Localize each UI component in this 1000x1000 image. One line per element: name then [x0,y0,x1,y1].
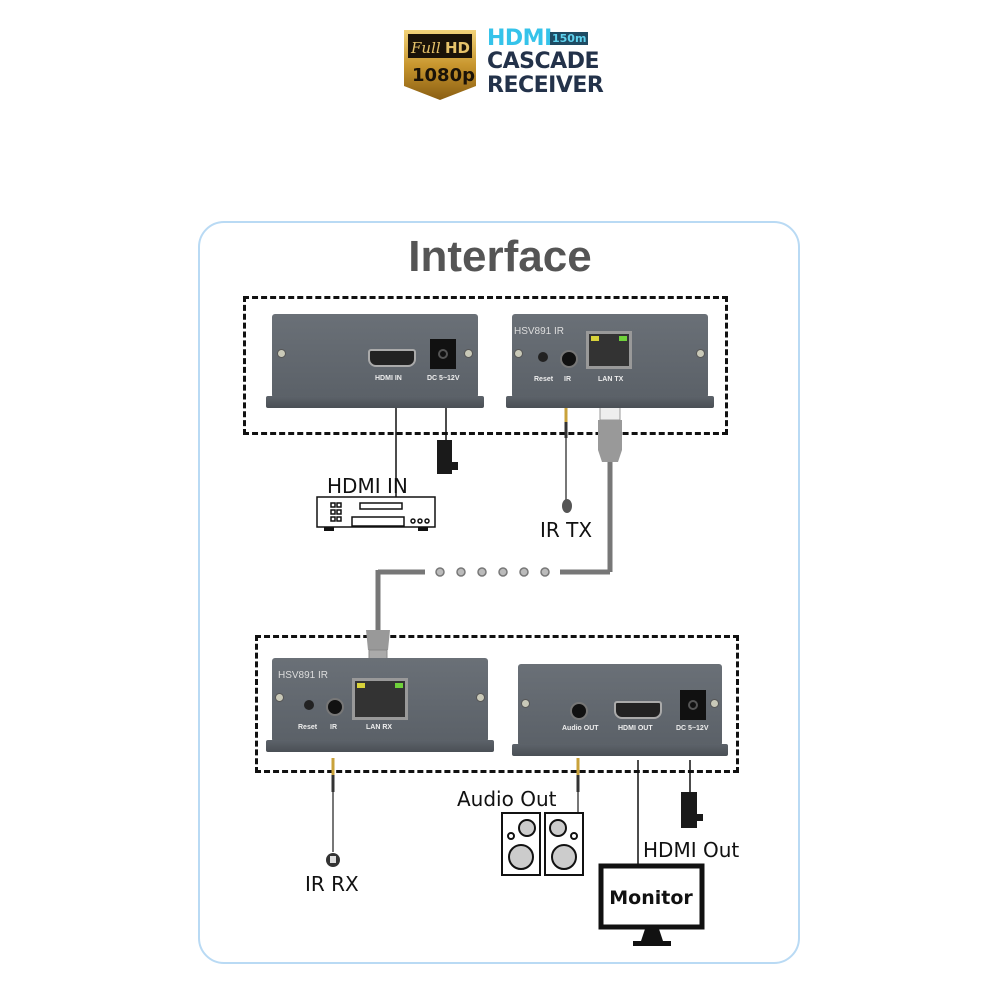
port-label: Reset [534,376,554,383]
transmitter-hdmi-unit: HDMI IN DC 5~12V [266,314,484,408]
label-audio-out: Audio Out [457,787,557,811]
dc-in-port [680,690,706,720]
brand-cascade: CASCADE [487,49,599,74]
cascade-dot [519,567,529,577]
label-ir-tx: IR TX [540,518,593,542]
receiver-group [255,635,739,773]
reset-button [538,352,548,362]
cascade-dot [435,567,445,577]
model-label: HSV891 IR [514,326,565,337]
port-label: LAN RX [366,724,393,731]
dvd-player-icon [316,496,436,528]
receiver-lan-unit: HSV891 IR Reset IR LAN RX [266,658,494,752]
receiver-hdmi-unit: Audio OUT HDMI OUT DC 5~12V [512,664,728,756]
rj45-boot-top [598,420,622,462]
port-label: LAN TX [598,376,624,383]
audio-out-jack [570,702,588,720]
monitor-label: Monitor [609,887,693,909]
screw-icon [696,349,705,358]
brand-hdmi: HDMI [487,26,552,51]
port-label: HDMI OUT [618,725,653,732]
label-ir-rx: IR RX [305,872,359,896]
screw-icon [277,349,286,358]
brand-distance: 150m [550,32,589,45]
lan-rx-port [352,678,408,720]
screw-icon [514,349,523,358]
badge-1080p-text: 1080p [412,65,475,86]
ir-jack [326,698,344,716]
interface-frame [198,221,800,964]
transmitter-group [243,296,728,435]
cascade-dot [540,567,550,577]
screw-icon [476,693,485,702]
port-label: IR [330,724,337,731]
port-label: DC 5~12V [427,375,460,382]
hdmi-in-port [368,349,416,367]
power-adapter-bottom-icon [681,792,703,828]
cascade-dot [456,567,466,577]
hdmi-out-port [614,701,662,719]
port-label: Reset [298,724,318,731]
model-label: HSV891 IR [278,670,329,681]
cascade-dot [477,567,487,577]
reset-button [304,700,314,710]
screw-icon [710,699,719,708]
label-hdmi-in: HDMI IN [327,474,408,498]
port-label: IR [564,376,571,383]
rj45-boot-bottom [366,630,390,650]
ir-jack [560,350,578,368]
cascade-dot [498,567,508,577]
screw-icon [464,349,473,358]
dc-in-port [430,339,456,369]
screw-icon [275,693,284,702]
speakers-icon [501,812,584,876]
badge-hd-text: HD [445,39,470,57]
port-label: Audio OUT [562,725,599,732]
lan-tx-port [586,331,632,369]
brand-receiver: RECEIVER [487,73,604,98]
transmitter-lan-unit: HSV891 IR Reset IR LAN TX [506,314,714,408]
full-hd-badge: Full HD 1080p [404,30,476,100]
monitor-icon [598,863,705,946]
port-label: HDMI IN [375,375,402,382]
cascade-dots [435,567,550,577]
ir-tx-emitter-icon [562,499,572,513]
diagram-title: Interface [408,232,592,281]
badge-full-text: Full [410,39,441,57]
label-hdmi-out: HDMI Out [643,838,740,862]
power-adapter-top-icon [437,440,458,474]
screw-icon [521,699,530,708]
port-label: DC 5~12V [676,725,709,732]
